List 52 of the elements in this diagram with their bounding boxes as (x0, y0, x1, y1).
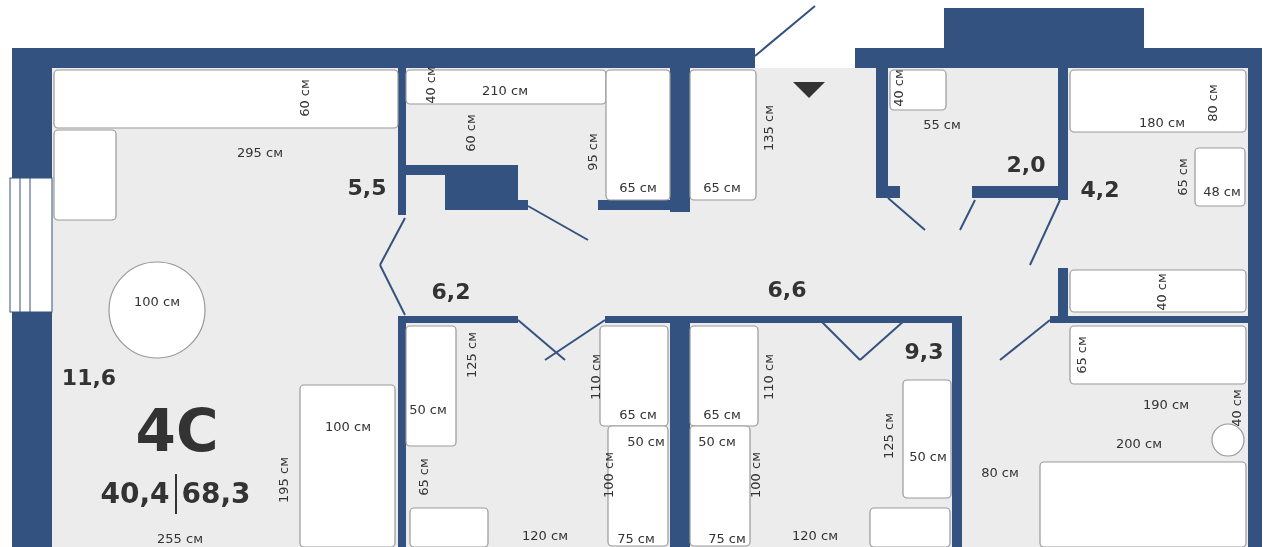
dimension-label: 125 см (881, 413, 895, 459)
dimension-label: 200 см (1116, 436, 1162, 450)
dimension-label: 50 см (627, 434, 665, 448)
dimension-label: 65 см (619, 407, 657, 421)
dimension-label: 40 см (1229, 389, 1243, 427)
dimension-label: 125 см (464, 332, 478, 378)
room-area-label: 6,6 (767, 279, 807, 301)
dimension-label: 180 см (1139, 115, 1185, 129)
dimension-label: 295 см (237, 145, 283, 159)
dimension-label: 120 см (522, 528, 568, 542)
dimension-label: 75 см (708, 531, 746, 545)
room-area-label: 11,6 (61, 367, 117, 389)
dimension-label: 80 см (1205, 84, 1219, 122)
dimension-label: 95 см (585, 133, 599, 171)
dimension-label: 40 см (1154, 273, 1168, 311)
dimension-label: 60 см (463, 114, 477, 152)
dimension-label: 65 см (619, 180, 657, 194)
dimension-label: 75 см (617, 531, 655, 545)
dimension-label: 210 см (482, 83, 528, 97)
dimension-label: 65 см (416, 458, 430, 496)
dimension-label: 40 см (423, 66, 437, 104)
dimension-label: 255 см (157, 531, 203, 545)
dimension-label: 190 см (1143, 397, 1189, 411)
room-area-label: 2,0 (1006, 154, 1046, 176)
dimension-label: 195 см (276, 457, 290, 503)
dimension-label: 110 см (588, 354, 602, 400)
dimension-label: 100 см (748, 452, 762, 498)
total-area-label: 68,3 (181, 480, 251, 508)
dimension-label: 40 см (891, 69, 905, 107)
apartment-type-label: 4С (135, 402, 219, 460)
dimension-label: 65 см (1074, 336, 1088, 374)
dimension-label: 50 см (909, 449, 947, 463)
dimension-label: 100 см (601, 452, 615, 498)
total-area-label: 40,4 (100, 480, 170, 508)
dimension-label: 55 см (923, 117, 961, 131)
room-area-label: 5,5 (347, 177, 387, 199)
dimension-label: 50 см (409, 402, 447, 416)
dimension-label: 120 см (792, 528, 838, 542)
room-area-label: 6,2 (431, 281, 471, 303)
room-area-label: 4,2 (1080, 179, 1120, 201)
dimension-label: 80 см (981, 465, 1019, 479)
dimension-label: 100 см (134, 294, 180, 308)
dimension-label: 100 см (325, 419, 371, 433)
dimension-label: 48 см (1203, 184, 1241, 198)
dimension-label: 60 см (297, 79, 311, 117)
dimension-label: 65 см (1175, 158, 1189, 196)
dimension-label: 50 см (698, 434, 736, 448)
room-area-label: 9,3 (904, 341, 944, 363)
dimension-label: 65 см (703, 180, 741, 194)
dimension-label: 65 см (703, 407, 741, 421)
dimension-label: 110 см (761, 354, 775, 400)
dimension-label: 135 см (761, 105, 775, 151)
